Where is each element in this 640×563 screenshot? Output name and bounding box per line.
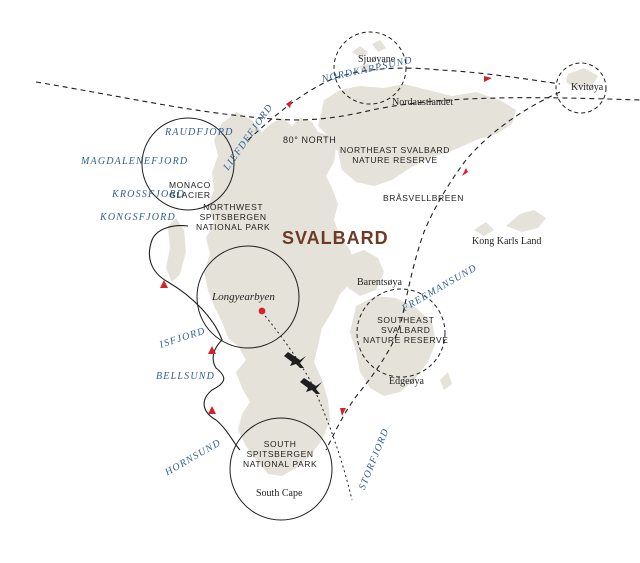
- label-latitude: 80° NORTH: [283, 135, 337, 145]
- label-ne-reserve-line-1: NORTHEAST SVALBARD: [340, 145, 450, 155]
- city-marker-icon: [258, 307, 266, 315]
- cruise-routes: [35, 67, 640, 501]
- map-title: SVALBARD: [282, 228, 389, 248]
- zone-circles: [141, 31, 607, 521]
- label-monaco-glacier: MONACO GLACIER: [169, 180, 211, 200]
- route-arrow-icon: [462, 168, 468, 176]
- label-sjuoyane: Sjuøyane: [358, 54, 396, 65]
- route-arrow-icon: [208, 346, 216, 354]
- label-barentsoya: Barentsøya: [357, 277, 402, 288]
- route-top-dashed: [247, 67, 561, 141]
- route-arrow-icon: [340, 408, 346, 416]
- route-east-dashed: [325, 91, 561, 451]
- label-raudfjord: RAUDFJORD: [165, 127, 234, 138]
- label-ne-reserve-line-2: NATURE RESERVE: [352, 155, 438, 165]
- island-kvitoya: [566, 68, 598, 88]
- label-magdalenefjord: MAGDALENEFJORD: [81, 156, 189, 167]
- label-nw-park-line-3: NATIONAL PARK: [196, 222, 271, 232]
- island-sjuoyane-2: [372, 40, 386, 52]
- island-edgeoya: [350, 296, 436, 396]
- circle-kvitoya: [555, 62, 607, 114]
- circle-sjuoyane: [333, 31, 407, 105]
- label-nw-park-line-1: NORTHWEST: [203, 202, 264, 212]
- airplanes: [284, 352, 322, 394]
- route-west-solid: [148, 225, 241, 451]
- route-north-dashed: [35, 81, 640, 121]
- circle-monaco: [141, 117, 235, 211]
- label-nordaustlandet: Nordaustlandet: [392, 97, 454, 108]
- label-se-reserve: SOUTHEAST SVALBARD NATURE RESERVE: [363, 315, 449, 345]
- airplane-icon: [284, 352, 306, 368]
- label-se-reserve-line-3: NATURE RESERVE: [363, 335, 449, 345]
- island-sjuoyane-3: [360, 64, 370, 72]
- airplane-icon: [300, 378, 322, 394]
- label-south-park-line-2: SPITSBERGEN: [246, 449, 314, 459]
- island-barentsoya: [344, 250, 384, 296]
- route-arrow-icon: [208, 406, 216, 414]
- island-kong-karls-land-2: [474, 222, 494, 236]
- island-kong-karls-land: [506, 210, 546, 232]
- label-south-park-line-1: SOUTH: [263, 439, 297, 449]
- label-se-reserve-line-2: SVALBARD: [381, 325, 431, 335]
- route-arrow-icon: [484, 76, 492, 82]
- island-small-east: [440, 372, 452, 390]
- label-se-reserve-line-1: SOUTHEAST: [377, 315, 435, 325]
- label-monaco-line-1: MONACO: [169, 180, 211, 190]
- label-south-park-line-3: NATIONAL PARK: [243, 459, 318, 469]
- label-nw-park-line-2: SPITSBERGEN: [199, 212, 267, 222]
- island-nordaustlandet: [318, 84, 516, 186]
- circle-longyearbyen: [196, 245, 300, 349]
- island-forland: [166, 218, 186, 282]
- route-arrow-icon: [160, 280, 168, 288]
- circle-se-reserve: [356, 288, 446, 378]
- label-ne-reserve: NORTHEAST SVALBARD NATURE RESERVE: [340, 145, 450, 165]
- land-masses: [166, 40, 598, 476]
- label-longyearbyen: Longyearbyen: [212, 291, 275, 303]
- label-south-park: SOUTH SPITSBERGEN NATIONAL PARK: [243, 439, 317, 469]
- circle-south-park: [229, 417, 333, 521]
- label-kong-karls-land: Kong Karls Land: [472, 236, 542, 247]
- label-edgeoya: Edgeøya: [389, 376, 424, 387]
- route-arrow-icon: [286, 100, 292, 108]
- label-south-cape: South Cape: [256, 488, 303, 499]
- label-krossfjord: KROSSFJORD: [112, 189, 186, 200]
- label-kvitoya: Kvitøya: [571, 82, 604, 93]
- label-brasvellbreen: BRÅSVELLBREEN: [383, 193, 465, 203]
- label-monaco-line-2: GLACIER: [169, 190, 211, 200]
- island-sjuoyane: [352, 46, 368, 58]
- route-arrows: [160, 76, 492, 416]
- label-bellsund: BELLSUND: [156, 371, 216, 382]
- label-kongsfjord: KONGSFJORD: [100, 212, 176, 223]
- label-nw-park: NORTHWEST SPITSBERGEN NATIONAL PARK: [196, 202, 270, 232]
